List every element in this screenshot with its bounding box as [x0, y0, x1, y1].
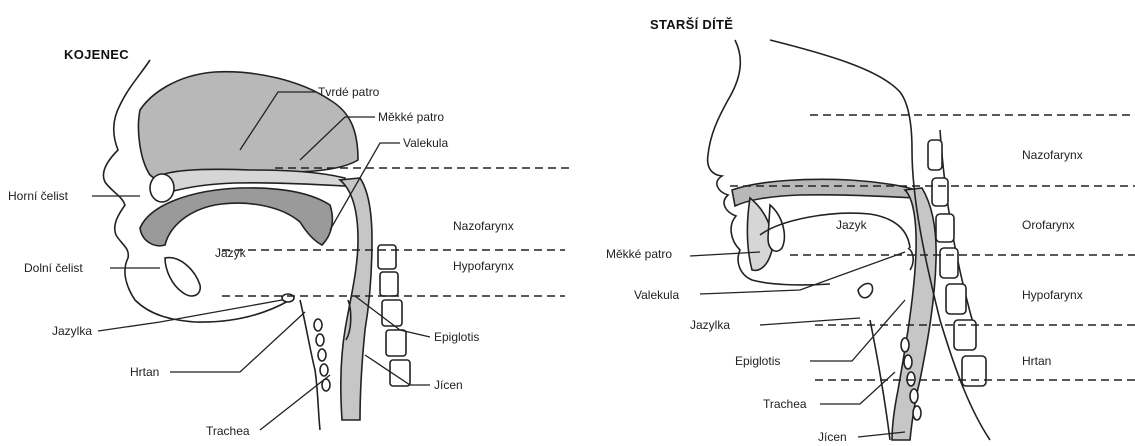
label-nasopharynx-r: Nazofarynx	[1022, 148, 1083, 162]
label-epiglottis-r: Epiglotis	[735, 354, 780, 368]
label-epiglottis: Epiglotis	[434, 330, 479, 344]
infant-vertebrae	[378, 245, 410, 386]
label-trachea-r: Trachea	[763, 397, 807, 411]
label-hypopharynx-r: Hypofarynx	[1022, 288, 1083, 302]
label-larynx-r: Hrtan	[1022, 354, 1051, 368]
label-tongue-r: Jazyk	[836, 218, 867, 232]
label-hyoid-r: Jazylka	[690, 318, 730, 332]
label-vallecula-r: Valekula	[634, 288, 679, 302]
infant-pharynx-shade	[340, 178, 372, 420]
child-title: STARŠÍ DÍTĚ	[650, 17, 733, 32]
label-oropharynx-r: Orofarynx	[1022, 218, 1075, 232]
label-esophagus-r: Jícen	[818, 430, 847, 444]
label-trachea: Trachea	[206, 424, 250, 438]
infant-mandible	[165, 258, 200, 296]
label-vallecula: Valekula	[403, 136, 448, 150]
label-maxilla: Horní čelist	[8, 189, 68, 203]
label-hard-palate: Tvrdé patro	[318, 85, 379, 99]
label-tongue: Jazyk	[215, 246, 246, 260]
label-hyoid: Jazylka	[52, 324, 92, 338]
label-esophagus: Jícen	[434, 378, 463, 392]
label-hypopharynx: Hypofarynx	[453, 259, 514, 273]
label-mandible: Dolní čelist	[24, 261, 83, 275]
label-nasopharynx: Nazofarynx	[453, 219, 514, 233]
infant-title: KOJENEC	[64, 47, 129, 62]
label-larynx: Hrtan	[130, 365, 159, 379]
child-palate-shade	[732, 179, 915, 206]
label-soft-palate: Měkké patro	[378, 110, 444, 124]
label-soft-palate-r: Měkké patro	[606, 247, 672, 261]
